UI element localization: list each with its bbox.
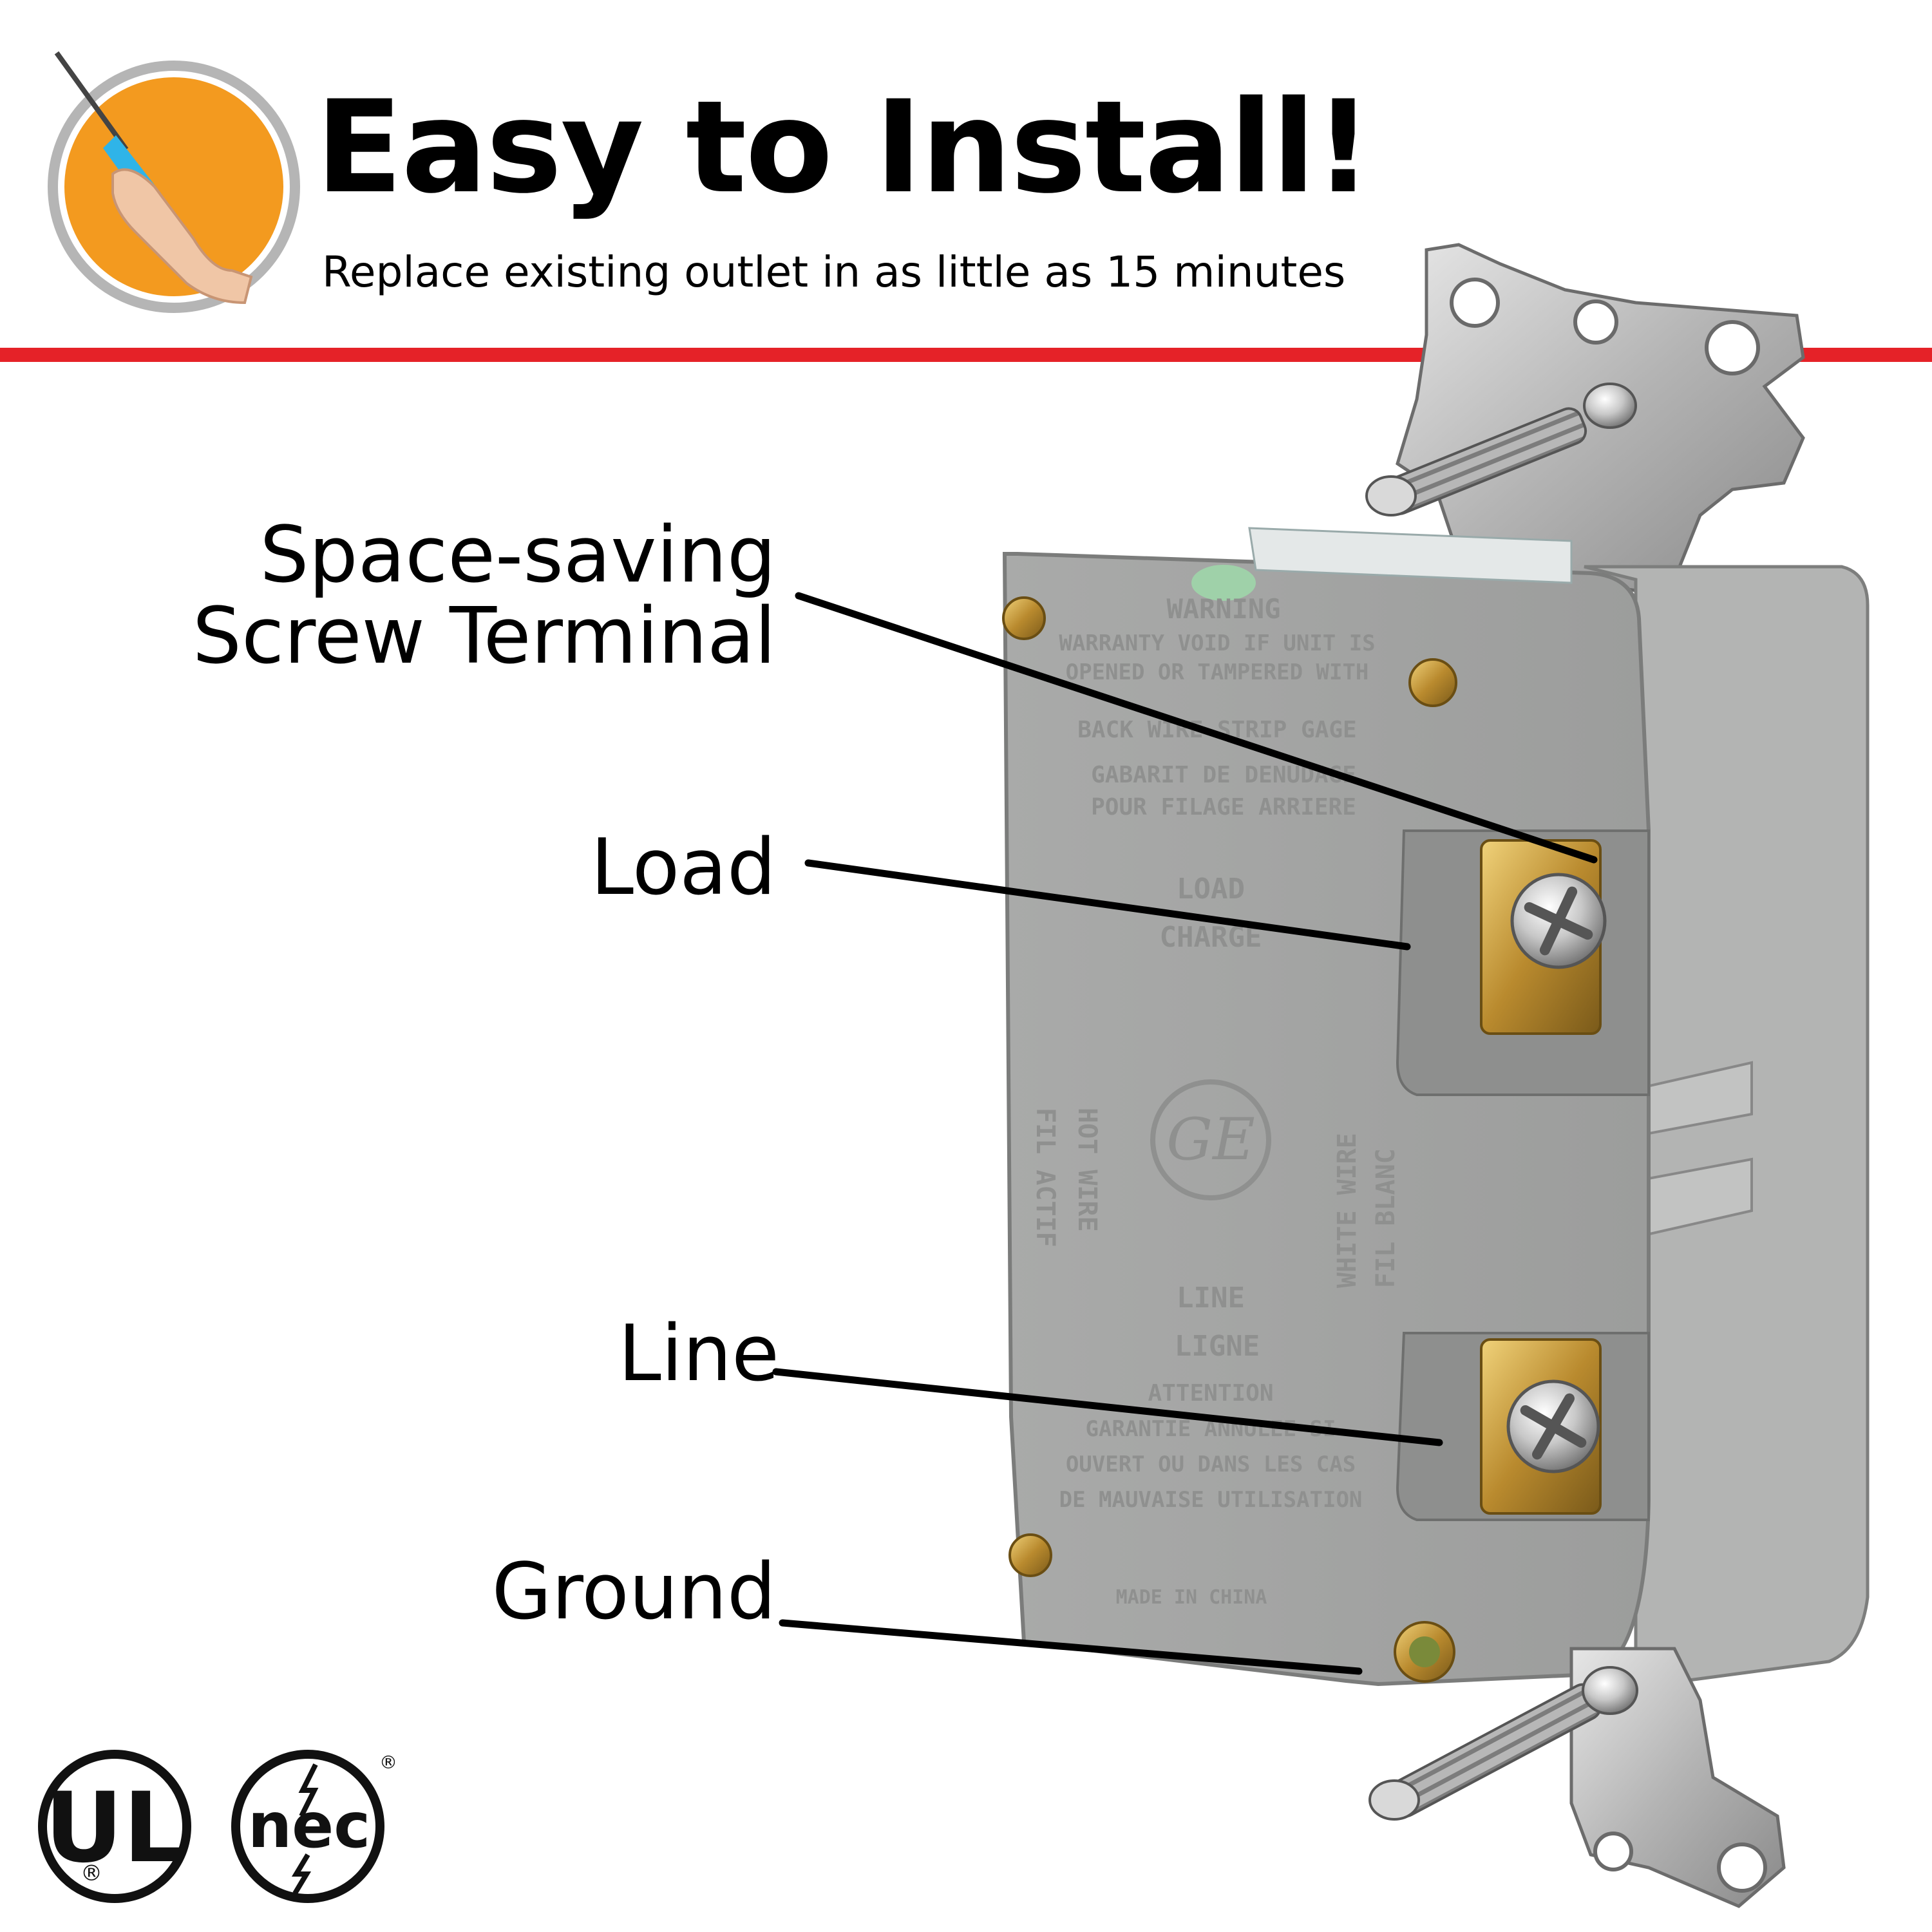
ge-logo: GE: [1150, 1079, 1271, 1200]
marking-attention-text-2: OUVERT OU DANS LES CAS: [1066, 1452, 1356, 1477]
outlet-device: WARNING WARRANTY VOID IF UNIT IS OPENED …: [1002, 243, 1870, 1908]
marking-warning-text-1: WARRANTY VOID IF UNIT IS: [1059, 630, 1375, 656]
marking-fil-blanc: FIL BLANC: [1371, 1148, 1401, 1288]
ul-certification-icon: UL ®: [38, 1750, 191, 1903]
hand-screwdriver-icon: [48, 51, 300, 313]
callout-screw-terminal-line1: Space-saving: [260, 511, 776, 600]
ul-registered-mark: ®: [80, 1861, 102, 1886]
nec-certification-icon: nec ®: [231, 1750, 397, 1903]
leader-line-ground: [779, 1619, 1363, 1675]
marking-ligne: LIGNE: [1175, 1330, 1260, 1363]
marking-warning-text-2: OPENED OR TAMPERED WITH: [1066, 659, 1369, 685]
bottom-mounting-screw: [1368, 1666, 1638, 1821]
callout-screw-terminal-line2: Screw Terminal: [192, 592, 776, 681]
ground-screw: [1394, 1621, 1455, 1683]
marking-line: LINE: [1177, 1282, 1245, 1314]
marking-made-in: MADE IN CHINA: [1116, 1586, 1267, 1609]
load-terminal: [1480, 839, 1607, 1035]
nec-registered-mark: ®: [379, 1752, 397, 1773]
marking-attention-text-3: DE MAUVAISE UTILISATION: [1059, 1487, 1363, 1513]
marking-hot-wire: HOT WIRE: [1072, 1108, 1102, 1232]
callout-leader-lines: [772, 592, 1598, 1675]
callout-line: Line: [618, 1309, 779, 1399]
marking-attention: ATTENTION: [1148, 1380, 1273, 1406]
housing-side: [1584, 565, 1870, 1689]
marking-warning: WARNING: [1166, 593, 1280, 625]
page-subtitle: Replace existing outlet in as little as …: [322, 247, 1346, 297]
leader-line-load: [804, 859, 1411, 951]
callout-load: Load: [591, 823, 776, 913]
leader-line-line: [772, 1368, 1443, 1446]
marking-gabarit-2: POUR FILAGE ARRIERE: [1091, 794, 1356, 820]
callout-screw-terminal: Space-saving Screw Terminal: [193, 515, 776, 677]
marking-white-wire: WHITE WIRE: [1332, 1133, 1362, 1288]
page-title: Easy to Install!: [316, 73, 1372, 222]
ul-letters: UL: [44, 1772, 184, 1884]
marking-strip-gauge: BACK WIRE STRIP GAGE: [1077, 717, 1356, 743]
top-mounting-screw: [1365, 383, 1637, 516]
small-brass-screws: [1002, 596, 1457, 1577]
marking-fil-actif: FIL ACTIF: [1030, 1108, 1060, 1247]
ge-logo-text: GE: [1166, 1106, 1255, 1173]
marking-load: LOAD: [1177, 873, 1245, 905]
callout-ground: Ground: [491, 1548, 776, 1637]
line-terminal: [1480, 1338, 1602, 1515]
leader-line-screw-terminal: [795, 592, 1598, 864]
